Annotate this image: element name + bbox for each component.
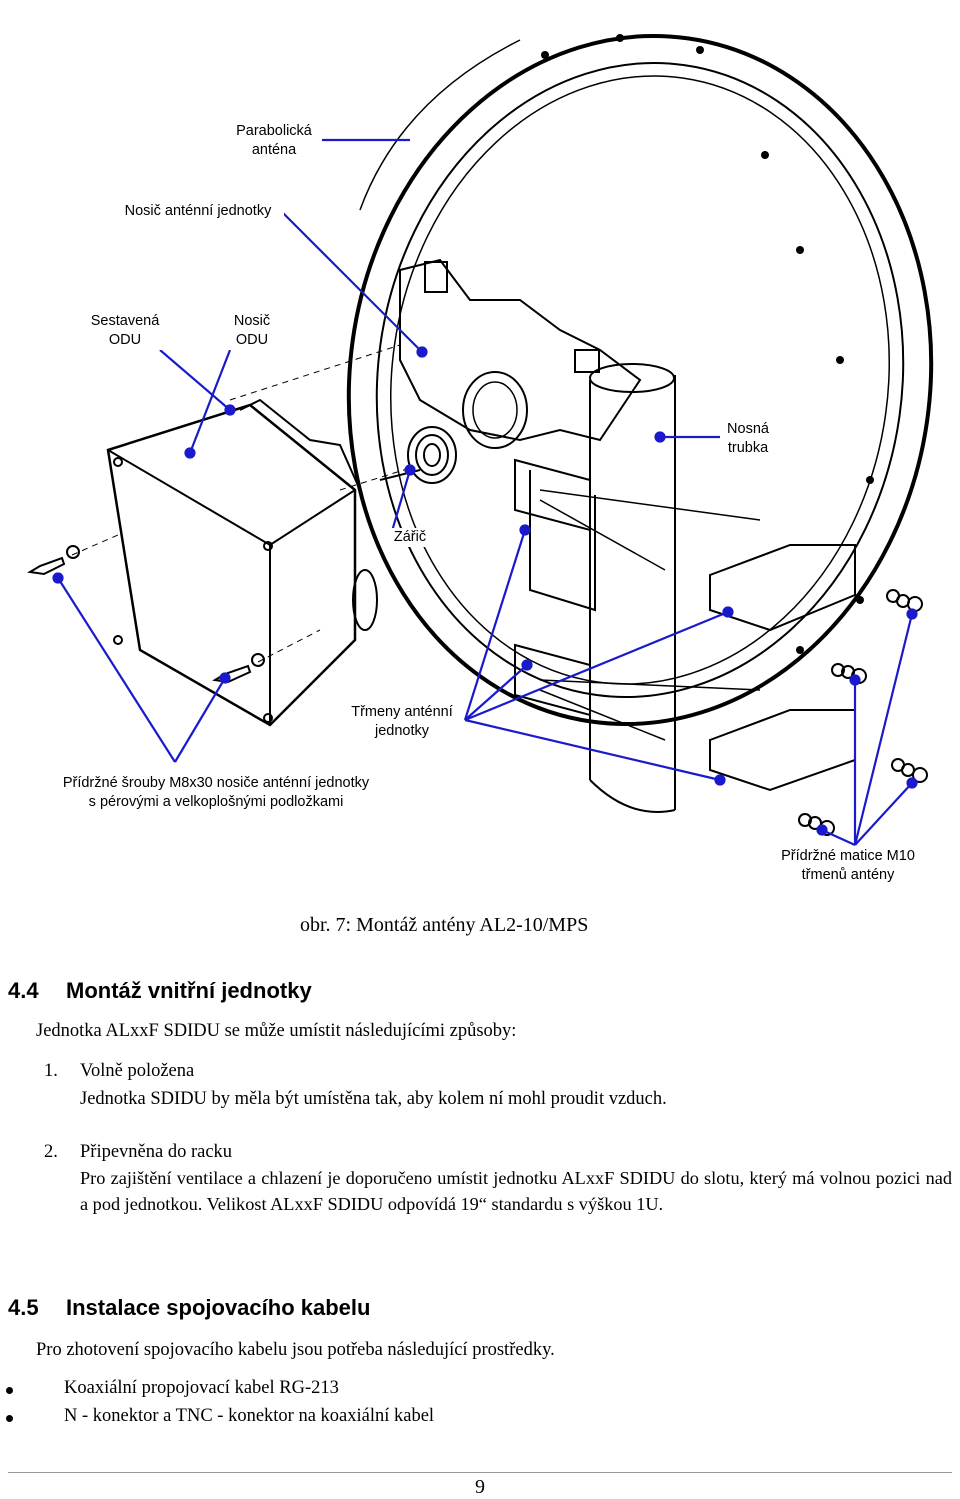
feed-horn (379, 426, 457, 484)
antenna-assembly-drawing (27, 33, 934, 847)
section-4-5-title: Instalace spojovacího kabelu (66, 1295, 371, 1320)
footer-divider (8, 1472, 952, 1473)
section-4-4-title: Montáž vnitřní jednotky (66, 978, 312, 1003)
leader-lines (52, 138, 918, 847)
section-4-4-heading: 4.4 Montáž vnitřní jednotky (8, 978, 312, 1004)
section-4-5-number: 4.5 (8, 1295, 39, 1320)
label-parabolic-antenna: Parabolická anténa (226, 122, 322, 160)
support-tube (589, 363, 676, 813)
item-1-text: Jednotka SDIDU by měla být umístěna tak,… (80, 1089, 667, 1109)
stirrup-rods (539, 489, 761, 741)
label-support-tube: Nosná trubka (720, 420, 776, 458)
antenna-unit-carrier-plate (399, 258, 642, 449)
label-retaining-nuts: Přídržné matice M10 třmenů antény (770, 847, 926, 885)
bullet-text: N - konektor a TNC - konektor na koaxiál… (64, 1406, 435, 1426)
label-antenna-unit-carrier: Nosič anténní jednotky (112, 202, 284, 221)
section-4-4-intro: Jednotka ALxxF SDIDU se může umístit nás… (36, 1021, 517, 1041)
label-assembled-odu: Sestavená ODU (80, 312, 170, 350)
m8-screws (27, 545, 265, 684)
parabolic-dish (346, 33, 934, 727)
bullet-dot-icon (6, 1415, 13, 1422)
antenna-assembly-figure: Parabolická anténa Nosič anténní jednotk… (27, 33, 934, 885)
tube-brackets (514, 458, 596, 717)
bullet-text: Koaxiální propojovací kabel RG-213 (64, 1378, 339, 1398)
odu-box (106, 398, 378, 727)
label-retaining-screws: Přídržné šrouby M8x30 nosiče anténní jed… (40, 774, 392, 812)
section-4-5-heading: 4.5 Instalace spojovacího kabelu (8, 1295, 370, 1321)
label-stirrups: Třmeny anténní jednotky (340, 703, 464, 741)
rim-bolts (541, 34, 874, 654)
item-2-number: 2. (44, 1142, 58, 1162)
item-1-number: 1. (44, 1061, 58, 1081)
bullet-dot-icon (6, 1387, 13, 1394)
section-4-4-number: 4.4 (8, 978, 39, 1003)
item-2-text: Pro zajištění ventilace a chlazení je do… (80, 1168, 952, 1214)
figure-caption: obr. 7: Montáž antény AL2-10/MPS (300, 914, 589, 936)
label-feed: Zářič (386, 528, 434, 547)
item-2-title: Připevněna do racku (80, 1142, 233, 1162)
page-number: 9 (475, 1476, 485, 1498)
item-1-title: Volně položena (80, 1061, 195, 1081)
m10-nuts (798, 589, 928, 836)
label-odu-carrier: Nosič ODU (224, 312, 280, 350)
assembly-axes (71, 344, 411, 663)
section-4-5-intro: Pro zhotovení spojovacího kabelu jsou po… (36, 1340, 555, 1360)
